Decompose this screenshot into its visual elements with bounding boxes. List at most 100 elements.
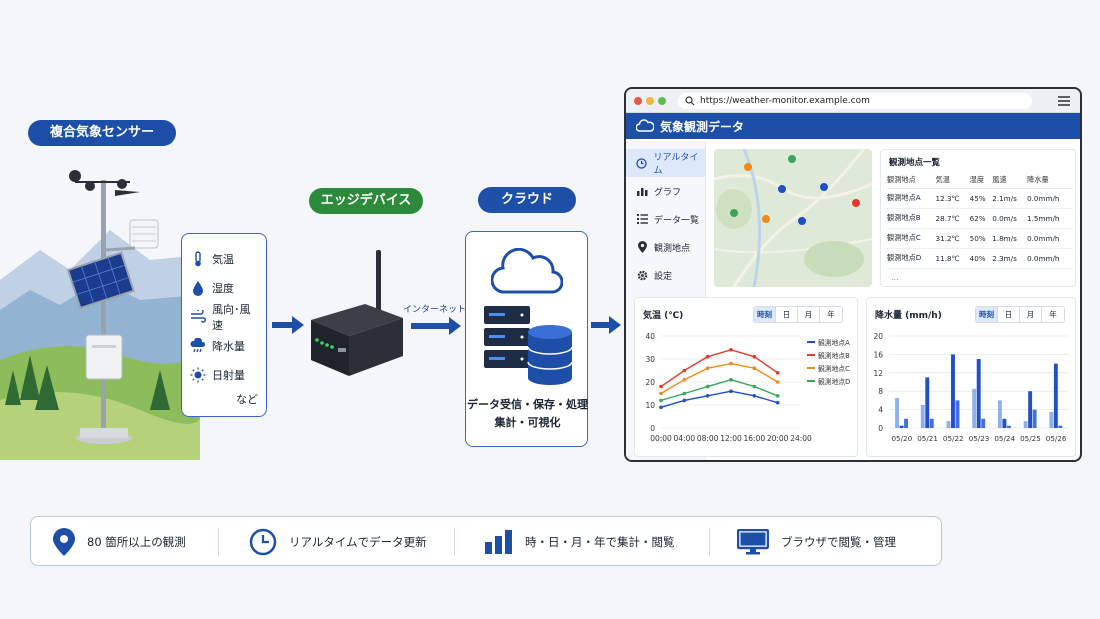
tab-year[interactable]: 年 (820, 307, 842, 322)
divider (218, 528, 219, 556)
station-map[interactable] (714, 149, 872, 287)
cloud-text-line2: 集計・可視化 (494, 416, 561, 429)
bar (1058, 425, 1063, 428)
feature-label: ブラウザで閲覧・管理 (781, 535, 896, 549)
data-point (682, 377, 687, 382)
table-cell: 0.0mm/h (1027, 188, 1073, 209)
table-row[interactable]: 観測地点A 12.3℃ 45% 2.1m/s 0.0mm/h (887, 188, 1073, 209)
bar (904, 418, 909, 428)
bar (955, 400, 960, 428)
sensor-label-text: 日射量 (212, 368, 245, 382)
map-marker[interactable] (730, 209, 739, 225)
x-tick-label: 08:00 (697, 434, 719, 443)
url-bar[interactable]: https://weather-monitor.example.com (678, 93, 1032, 109)
sidebar-item-label: データ一覧 (654, 215, 700, 226)
tab-day[interactable]: 日 (776, 307, 798, 322)
x-tick-label: 20:00 (767, 434, 789, 443)
menu-icon[interactable] (1058, 96, 1070, 106)
table-cell: 0.0mm/h (1027, 228, 1073, 249)
bar (997, 400, 1002, 428)
series-line (660, 349, 779, 388)
table-row[interactable]: 観測地点B 28.7℃ 62% 0.0m/s 1.5mm/h (887, 208, 1073, 229)
station-table: 観測地点 気温 湿度 風速 降水量 観測地点A 12.3℃ 45% 2.1m/s… (887, 172, 1073, 269)
tab-year[interactable]: 年 (1042, 307, 1064, 322)
browser-window: https://weather-monitor.example.com 気象観測… (624, 87, 1082, 462)
divider (454, 528, 455, 556)
table-cell: 2.3m/s (992, 248, 1028, 269)
sensor-label: 複合気象センサー (28, 120, 176, 146)
cloud-label: クラウド (478, 187, 576, 213)
x-tick-label: 05/26 (1046, 434, 1067, 443)
sensor-label-text: 降水量 (212, 339, 245, 353)
y-tick-label: 16 (873, 350, 883, 359)
sensor-row: 日射量 (190, 360, 258, 389)
weather-station-illustration (0, 170, 200, 460)
table-header: 風速 (992, 172, 1028, 189)
table-row[interactable]: 観測地点D 11.8℃ 40% 2.3m/s 0.0mm/h (887, 248, 1073, 269)
data-point (775, 400, 780, 405)
sidebar-item-graph[interactable]: グラフ (626, 177, 705, 205)
feature-item: 時・日・月・年で集計・閲覧 (485, 517, 675, 567)
x-tick-label: 05/23 (969, 434, 990, 443)
bar (929, 418, 934, 428)
sidebar-item-realtime[interactable]: リアルタイム (626, 149, 705, 177)
tab-month[interactable]: 月 (798, 307, 820, 322)
rain-icon (190, 337, 206, 354)
y-tick-label: 20 (873, 332, 883, 341)
sidebar-item-stations[interactable]: 観測地点 (626, 233, 705, 261)
table-header: 降水量 (1027, 172, 1073, 189)
sidebar-item-settings[interactable]: 設定 (626, 261, 705, 289)
tab-hour[interactable]: 時刻 (976, 307, 998, 322)
tab-day[interactable]: 日 (998, 307, 1020, 322)
clock-icon (249, 528, 277, 556)
map-marker[interactable] (798, 217, 807, 233)
precip-chart-title: 降水量 (mm/h) (875, 311, 942, 321)
maximize-dot[interactable] (658, 97, 666, 105)
data-point (659, 398, 663, 403)
map-marker[interactable] (762, 215, 771, 231)
sun-icon (190, 367, 206, 383)
table-header: 観測地点 (887, 172, 936, 189)
table-row[interactable]: 観測地点C 31.2℃ 50% 1.8m/s 0.0mm/h (887, 228, 1073, 249)
temp-range-tabs: 時刻 日 月 年 (753, 306, 843, 323)
table-cell: 観測地点C (887, 228, 936, 249)
map-marker[interactable] (820, 183, 829, 199)
cloud-text-line1: データ受信・保存・処理 (467, 398, 588, 411)
cloud-icon (636, 119, 654, 132)
edge-device-illustration (311, 250, 403, 376)
feature-item: リアルタイムでデータ更新 (249, 517, 427, 567)
tab-hour[interactable]: 時刻 (754, 307, 776, 322)
data-point (752, 384, 757, 389)
x-tick-label: 05/25 (1020, 434, 1041, 443)
y-tick-label: 0 (650, 424, 655, 433)
table-cell: 40% (969, 248, 993, 269)
feature-label: 時・日・月・年で集計・閲覧 (525, 535, 675, 549)
table-cell: 12.3℃ (935, 188, 970, 209)
feature-item: 80 箇所以上の観測 (53, 517, 186, 567)
close-dot[interactable] (634, 97, 642, 105)
map-marker[interactable] (852, 199, 861, 215)
tab-month[interactable]: 月 (1020, 307, 1042, 322)
sensor-more-text: など (236, 393, 258, 406)
server-database-icon (484, 306, 573, 385)
table-cell: 観測地点B (887, 208, 936, 229)
arrow-sensor-to-edge (272, 316, 304, 334)
sensor-list-card: 気温 湿度 風向･風速 降水量 日射量 など (181, 233, 267, 417)
table-cell: 62% (969, 208, 993, 229)
bar (1028, 391, 1033, 428)
sidebar-item-label: グラフ (654, 187, 682, 198)
cloud-icon (491, 248, 563, 294)
legend-label: 観測地点D (818, 377, 850, 386)
legend-label: 観測地点A (818, 338, 850, 347)
map-marker[interactable] (778, 185, 787, 201)
minimize-dot[interactable] (646, 97, 654, 105)
sidebar-item-data-list[interactable]: データ一覧 (626, 205, 705, 233)
map-marker[interactable] (788, 155, 797, 171)
data-point (682, 391, 687, 396)
precip-range-tabs: 時刻 日 月 年 (975, 306, 1065, 323)
map-marker[interactable] (744, 163, 753, 179)
bar (1049, 411, 1054, 428)
data-point (682, 368, 687, 373)
